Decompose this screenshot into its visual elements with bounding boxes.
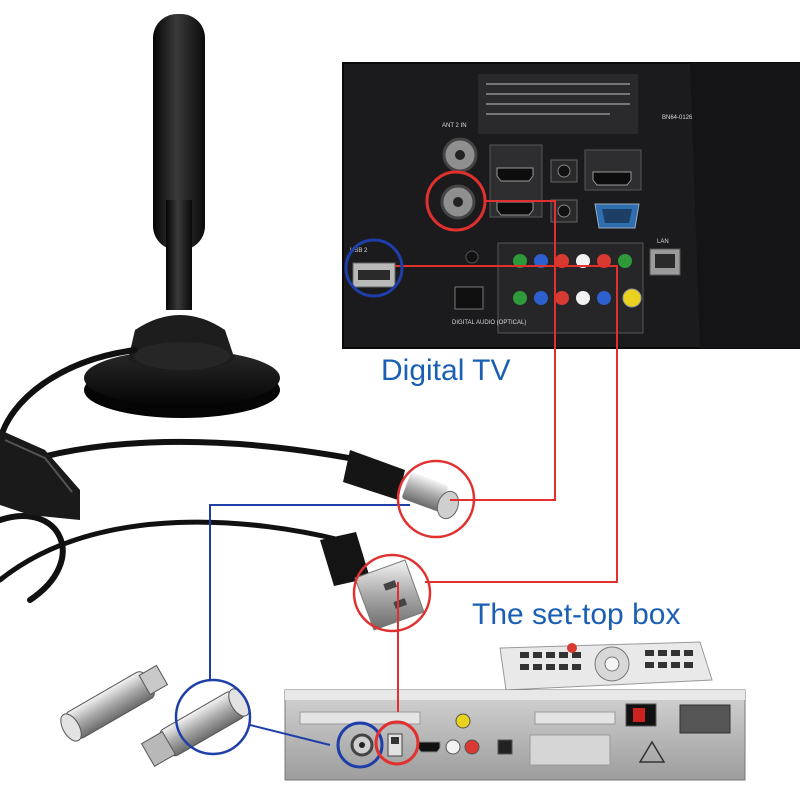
coax-adapters	[60, 664, 250, 767]
stb-usb-highlight	[374, 720, 420, 766]
tv-jack-white-2	[576, 291, 590, 305]
inline-amplifier	[0, 430, 80, 520]
tv-optical-label: DIGITAL AUDIO (OPTICAL)	[452, 320, 526, 326]
usb-plug	[320, 532, 425, 631]
stb-hdmi-port	[417, 741, 441, 753]
coax-plug-highlight	[396, 459, 476, 539]
connection-lines	[209, 200, 618, 746]
tv-back-panel: BN64-01261Y ANT 2 IN USB 2	[342, 62, 800, 349]
stb-power-inlet	[679, 704, 731, 734]
tv-antenna-port-highlight	[425, 170, 487, 232]
tv-lan-label: LAN	[657, 239, 669, 245]
tv-optical-port	[454, 286, 484, 310]
tv-hdmi-port-3	[592, 171, 632, 186]
tv-jack-red-1	[555, 254, 569, 268]
adapter-highlight	[174, 678, 252, 756]
digital-tv-caption: Digital TV	[381, 354, 511, 387]
tv-jack-green-3	[513, 291, 527, 305]
highlight-circles	[174, 170, 487, 769]
tv-usb-port-highlight	[344, 238, 404, 298]
tv-jack-yellow	[622, 288, 642, 308]
tv-audio-jack-2	[557, 204, 571, 218]
stb-coax-highlight	[336, 721, 384, 769]
tv-jack-blue-2	[534, 291, 548, 305]
tv-jack-white-1	[576, 254, 590, 268]
tv-hdmi-port-2	[496, 201, 534, 216]
adapter-to-stb-line	[249, 724, 331, 746]
tv-audio-jack-1	[557, 164, 571, 178]
stb-jack-white	[445, 739, 461, 755]
coax-plug	[343, 450, 460, 520]
set-top-box	[284, 689, 746, 781]
antenna-rod	[153, 14, 205, 250]
tv-jack-green-2	[618, 254, 632, 268]
usb-plug-highlight	[352, 553, 432, 633]
tv-hdmi-port-1	[496, 167, 534, 182]
antenna	[84, 14, 280, 418]
tv-jack-red-2	[597, 254, 611, 268]
tv-jack-blue-3	[597, 291, 611, 305]
tv-usb-to-plug-line	[395, 265, 618, 583]
tv-jack-red-3	[555, 291, 569, 305]
tv-ant-label: ANT 2 IN	[442, 123, 467, 129]
tv-model-label: BN64-01261Y	[662, 115, 700, 121]
coax-plug-to-adapter-line	[209, 504, 410, 680]
remote-control	[499, 641, 713, 691]
stb-jack-yellow	[455, 713, 471, 729]
tv-antenna-to-plug-line	[450, 200, 556, 501]
stb-jack-red	[464, 739, 480, 755]
tv-usb-label: USB 2	[350, 248, 368, 254]
tv-jack-blue-1	[534, 254, 548, 268]
set-top-box-caption: The set-top box	[472, 598, 681, 631]
tv-jack-green-1	[513, 254, 527, 268]
